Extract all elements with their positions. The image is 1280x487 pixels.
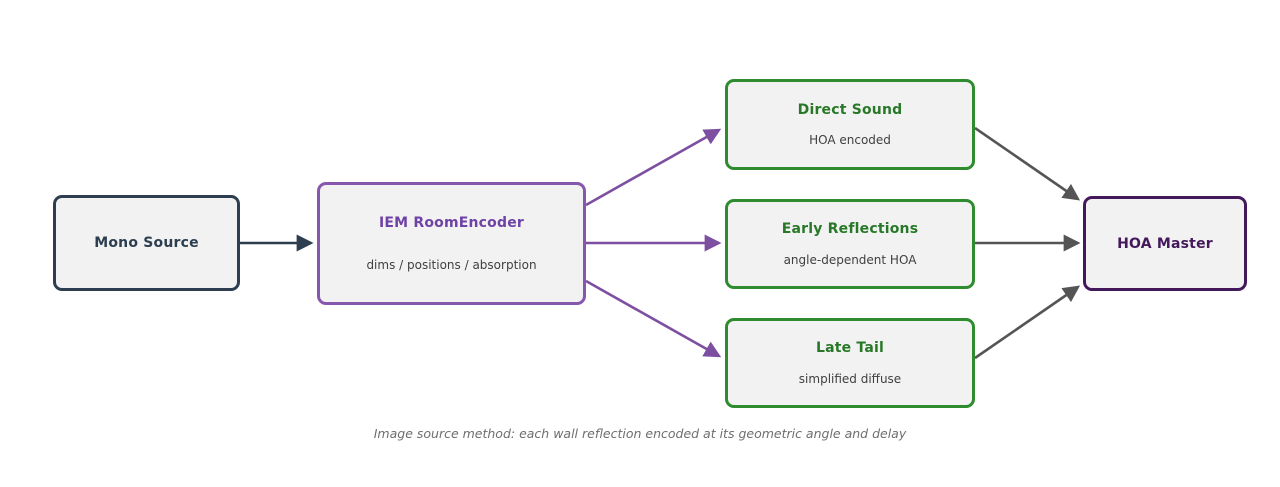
node-direct-sound: Direct Sound HOA encoded (725, 79, 975, 170)
node-subtitle: angle-dependent HOA (783, 252, 917, 267)
node-iem-roomencoder: IEM RoomEncoder dims / positions / absor… (317, 182, 586, 305)
node-subtitle: HOA encoded (809, 133, 891, 148)
arrow-direct-to-master (974, 126, 1081, 201)
node-title: Direct Sound (797, 101, 903, 118)
node-early-reflections: Early Reflections angle-dependent HOA (725, 199, 975, 289)
node-title: Mono Source (94, 235, 199, 251)
node-mono-source: Mono Source (53, 195, 240, 291)
node-title: Late Tail (815, 340, 885, 357)
node-subtitle: simplified diffuse (798, 371, 902, 386)
node-title: HOA Master (1117, 235, 1213, 252)
node-title: IEM RoomEncoder (378, 215, 525, 232)
arrow-late-to-master (974, 285, 1081, 360)
node-subtitle: dims / positions / absorption (366, 257, 537, 272)
node-late-tail: Late Tail simplified diffuse (725, 318, 975, 408)
arrow-room-to-late (585, 279, 722, 358)
diagram-caption: Image source method: each wall reflectio… (373, 426, 907, 441)
arrow-room-to-direct (585, 128, 722, 207)
node-hoa-master: HOA Master (1083, 196, 1247, 291)
node-title: Early Reflections (781, 221, 919, 238)
